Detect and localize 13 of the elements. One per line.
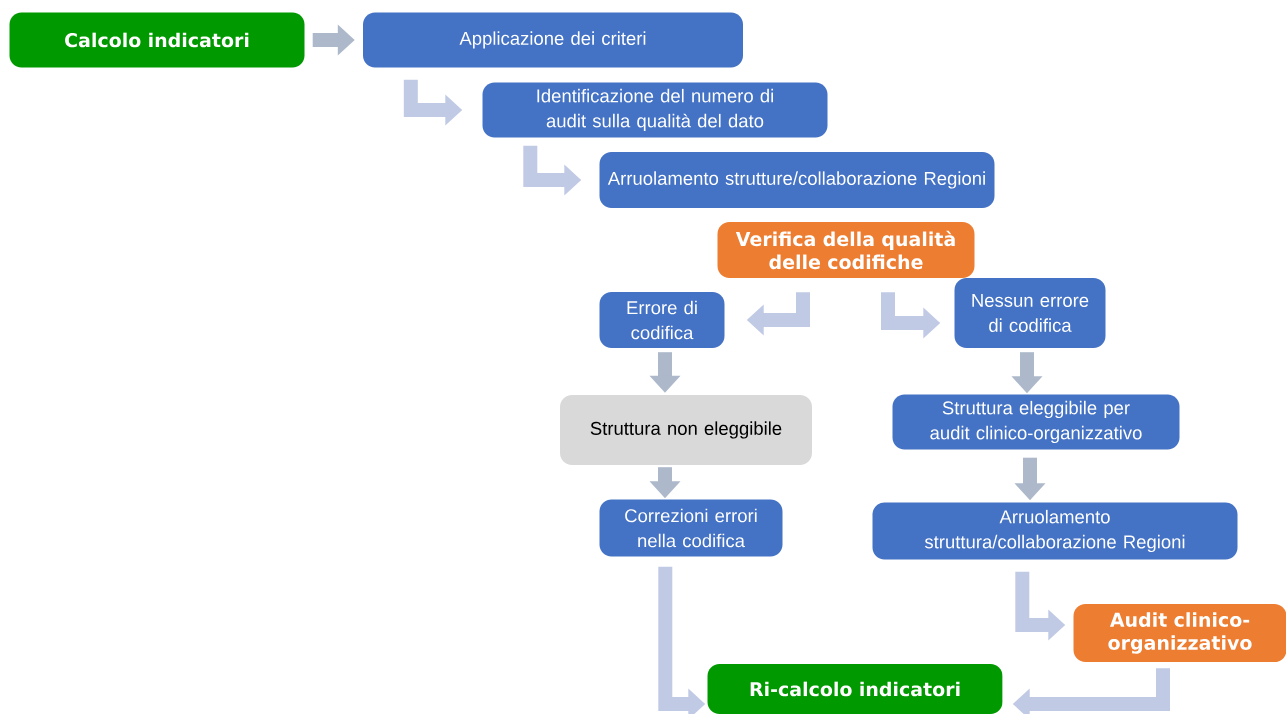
process-box: Identificazione del numero di audit sulla qualità del dato bbox=[482, 82, 828, 138]
process-box: Ri-calcolo indicatori bbox=[707, 664, 1003, 714]
process-box: Errore di codifica bbox=[599, 292, 725, 348]
process-box: Nessun errore di codifica bbox=[954, 278, 1106, 348]
process-box: Applicazione dei criteri bbox=[363, 12, 743, 68]
process-box: Struttura eleggibile per audit clinico-organizzativo bbox=[892, 394, 1180, 450]
process-box: Calcolo indicatori bbox=[9, 12, 305, 68]
process-box: Arruolamento strutture/collaborazione Regioni bbox=[599, 152, 995, 208]
process-box: Struttura non eleggibile bbox=[560, 395, 812, 465]
process-box: Correzioni errori nella codifica bbox=[599, 499, 783, 557]
process-box: Verifica della qualità delle codifiche bbox=[717, 222, 975, 278]
process-box: Audit clinico-organizzativo bbox=[1073, 604, 1286, 662]
process-box: Arruolamento struttura/collaborazione Regioni bbox=[872, 502, 1238, 560]
